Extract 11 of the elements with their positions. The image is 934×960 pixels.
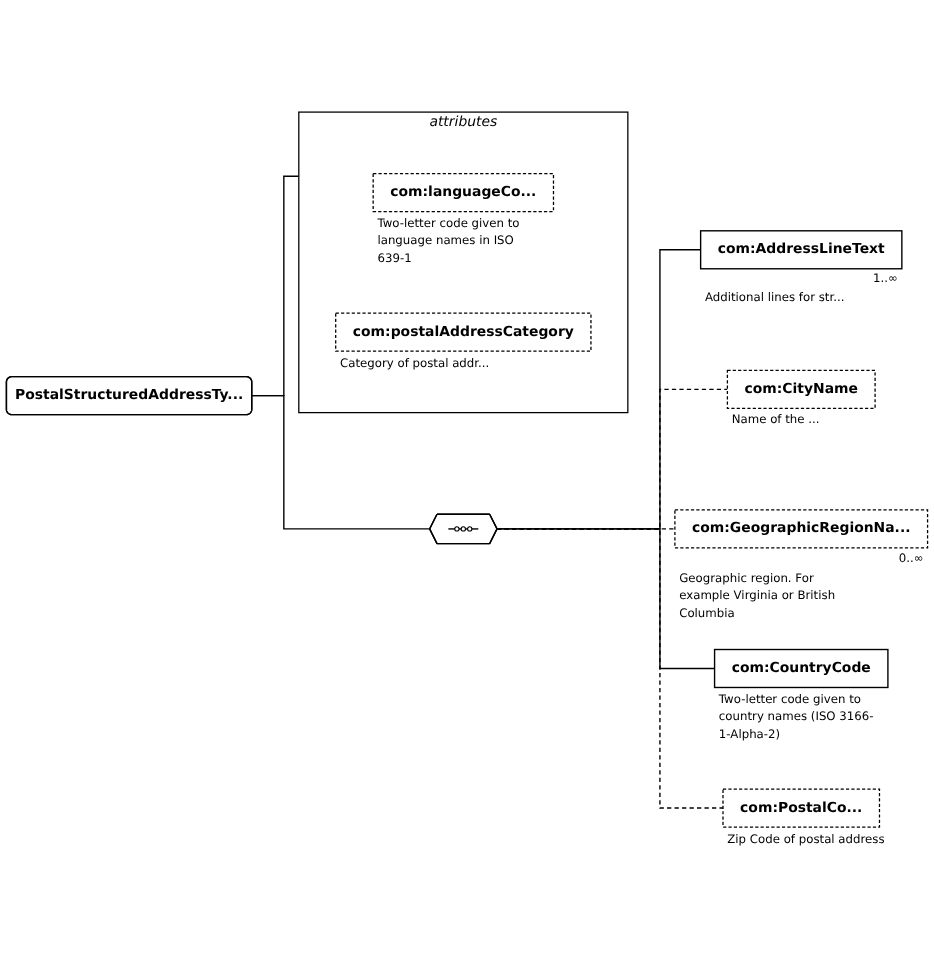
element-box bbox=[726, 369, 876, 409]
element-box bbox=[722, 788, 881, 828]
element-box bbox=[372, 172, 555, 213]
connector-line bbox=[251, 175, 300, 397]
element-box bbox=[335, 312, 592, 352]
element-box bbox=[699, 230, 903, 270]
connector-line bbox=[496, 528, 716, 670]
type-box bbox=[5, 375, 253, 416]
connector-line bbox=[496, 528, 724, 809]
element-box bbox=[713, 648, 889, 689]
element-box bbox=[674, 509, 929, 549]
